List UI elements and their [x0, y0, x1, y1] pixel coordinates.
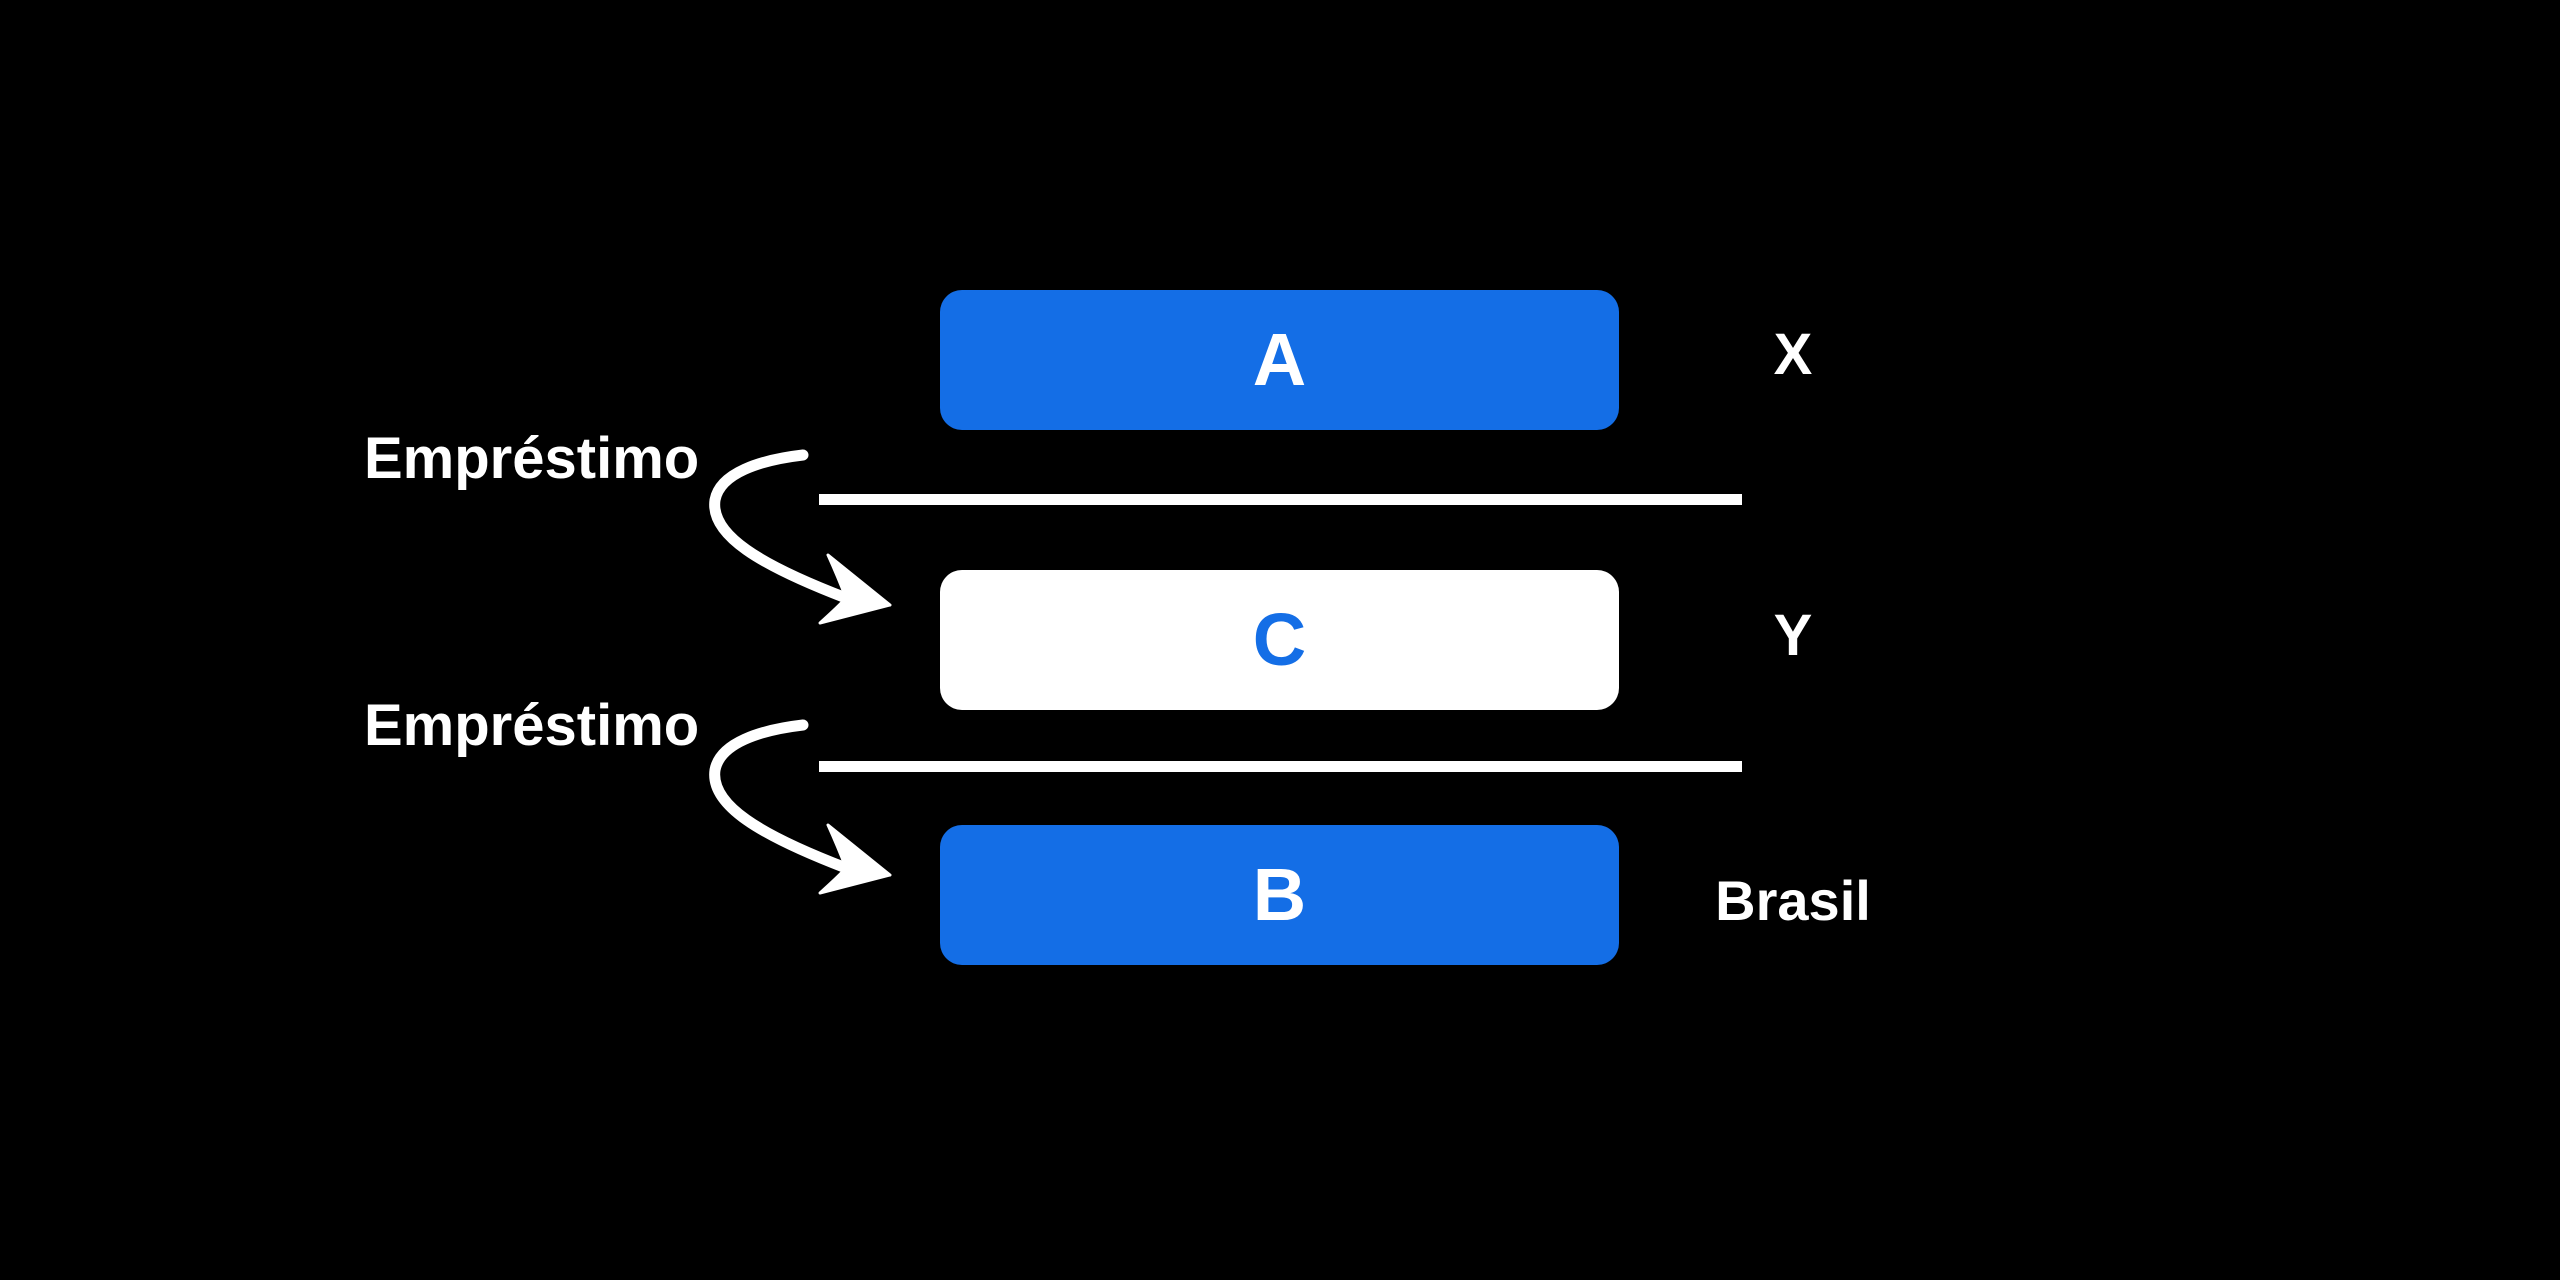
loan-label-top: Empréstimo [364, 426, 700, 491]
side-label-brasil: Brasil [1715, 869, 1871, 932]
divider-line-top [819, 494, 1742, 505]
side-label-x: X [1773, 322, 1813, 387]
box-c-label: C [1252, 598, 1307, 681]
side-label-y: Y [1773, 603, 1813, 668]
box-a-label: A [1252, 318, 1307, 401]
box-c: C [940, 570, 1619, 710]
loan-label-bottom: Empréstimo [364, 693, 700, 758]
box-a: A [940, 290, 1619, 430]
box-b-label: B [1252, 853, 1307, 936]
divider-line-bottom [819, 761, 1742, 772]
curved-arrow-icon [709, 449, 892, 625]
curved-arrow-icon [709, 719, 892, 895]
box-b: B [940, 825, 1619, 965]
